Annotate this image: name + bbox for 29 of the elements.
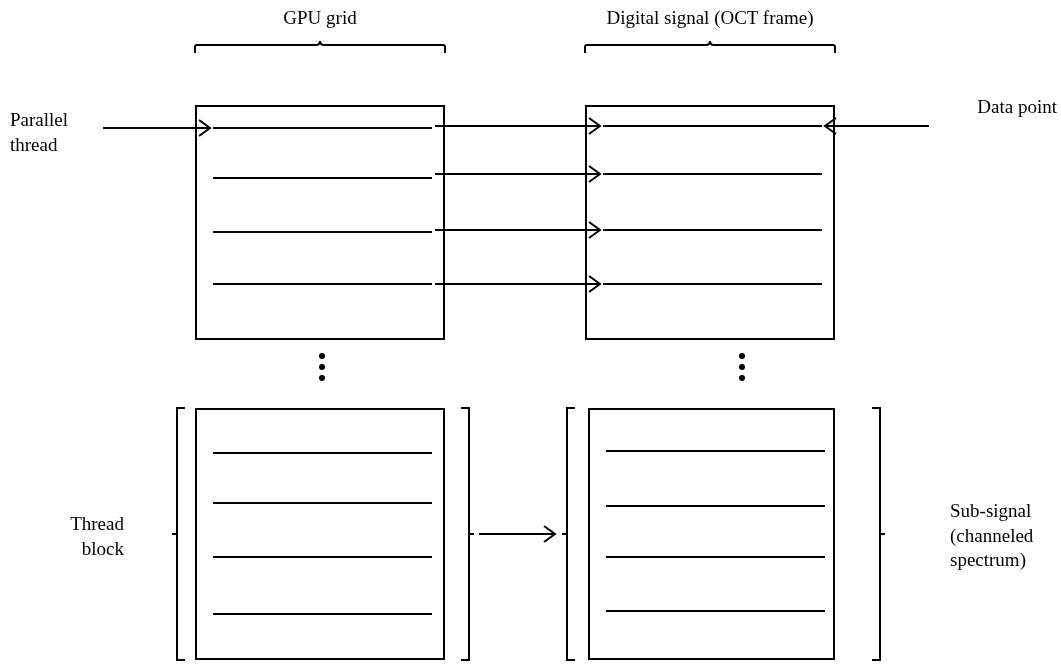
row-line: [606, 505, 825, 507]
node-label: Data point: [932, 95, 1057, 120]
row-line: [606, 610, 825, 612]
node-label: Parallel thread: [10, 108, 100, 158]
row-line: [606, 556, 825, 558]
arrow: [102, 119, 211, 137]
arrow: [434, 165, 601, 183]
row-line: [603, 229, 822, 231]
row-line: [213, 452, 432, 454]
row-line: [213, 231, 432, 233]
row-line: [213, 613, 432, 615]
arrow: [434, 117, 601, 135]
arrow: [824, 117, 930, 135]
row-line: [603, 283, 822, 285]
arrow: [434, 275, 601, 293]
row-line: [606, 450, 825, 452]
block-title: Digital signal (OCT frame): [605, 6, 815, 30]
row-line: [213, 283, 432, 285]
arrow: [434, 221, 601, 239]
row-line: [603, 173, 822, 175]
row-line: [213, 556, 432, 558]
block-title: GPU grid: [282, 6, 358, 30]
block-title: Sub-signal (channeled spectrum): [950, 499, 1035, 573]
row-line: [213, 127, 432, 129]
row-line: [213, 177, 432, 179]
row-line: [603, 125, 822, 127]
arrow: [478, 525, 556, 543]
row-line: [213, 502, 432, 504]
block-title: Thread block: [69, 512, 124, 561]
